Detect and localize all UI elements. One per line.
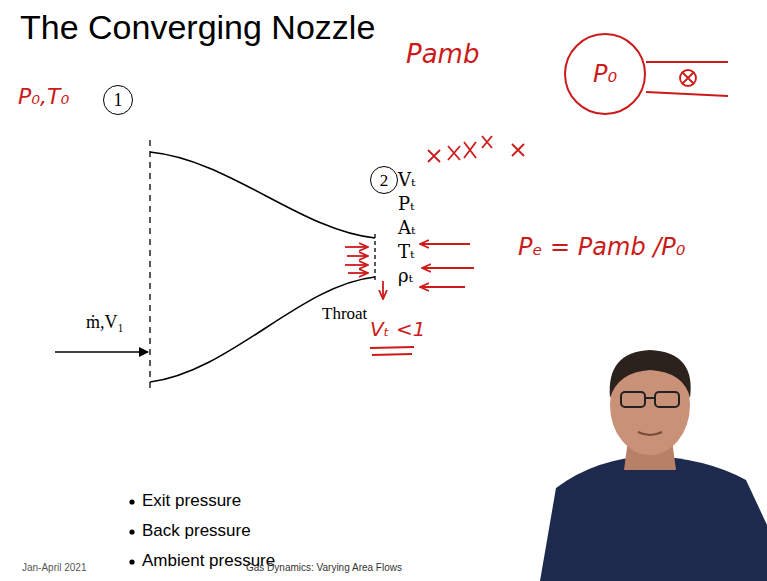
property-label: Pₜ [398,194,415,215]
handwritten-note: Vₜ <1 [370,318,425,341]
handwritten-note: Pamb [406,40,479,70]
station-circle: 2 [370,166,398,194]
node-text: P₀ [593,62,617,86]
node-text: 1 [114,91,123,109]
bullet-text: Exit pressure [142,491,241,511]
footer-text: Gas Dynamics: Varying Area Flows [246,562,402,574]
flow-label: ṁ,V₁ [86,312,124,333]
footer-text: Jan-April 2021 [22,562,86,574]
bullet-text: Back pressure [142,521,251,541]
part-name: Throat [322,304,367,324]
property-label: Vₜ [398,170,415,191]
property-label: Tₜ [398,242,414,263]
handwritten-note: Pₑ = Pamb /P₀ [518,234,685,262]
node-text: 2 [380,172,389,189]
presenter-figure [540,350,767,581]
property-label: ρₜ [398,266,413,287]
reservoir-circle: P₀ [564,33,646,115]
handwritten-note: P₀,T₀ [18,84,69,109]
slide-title: The Converging Nozzle [20,8,375,47]
property-label: Aₜ [398,218,415,239]
station-circle: 1 [103,85,133,115]
